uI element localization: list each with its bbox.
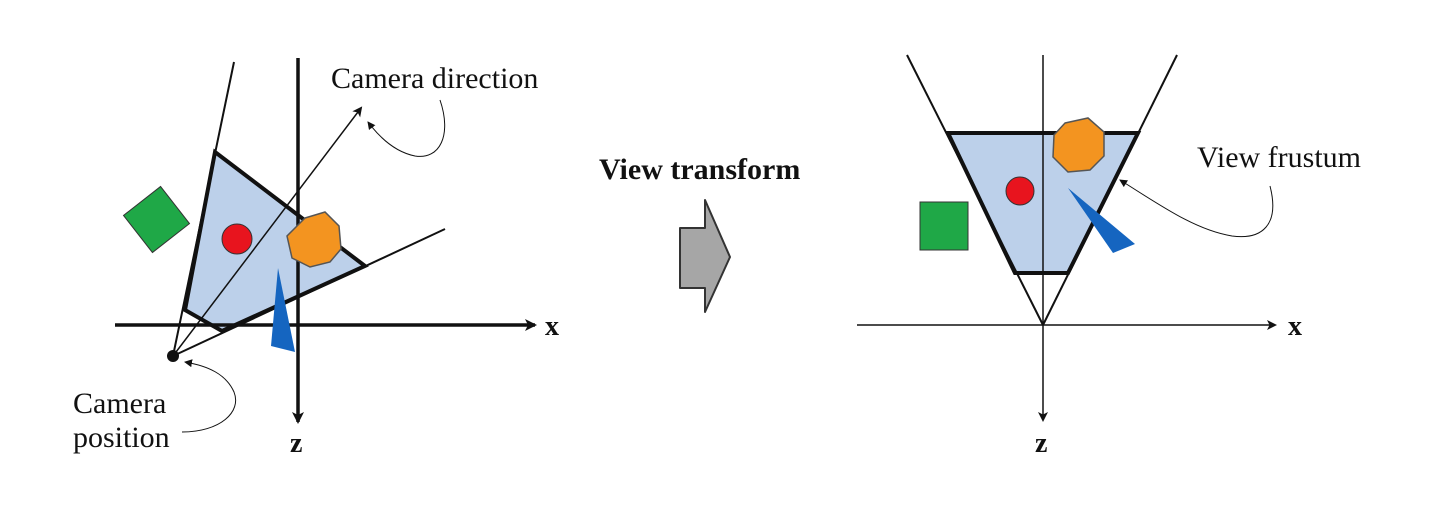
left-blue-triangle — [271, 268, 295, 352]
right-view-boundary-right — [1042, 54, 1178, 326]
right-blue-triangle — [1068, 188, 1135, 253]
left-view-boundary-lower — [172, 228, 446, 357]
center-transform: View transform — [599, 153, 800, 313]
right-x-axis-label: x — [1288, 311, 1302, 342]
camera-direction-arrow — [172, 106, 363, 357]
left-red-circle — [221, 223, 253, 255]
left-view-boundary-upper — [172, 61, 235, 357]
right-red-circle — [1005, 176, 1035, 206]
camera-position-dot — [167, 350, 179, 362]
camera-direction-leader — [367, 99, 446, 157]
view-frustum-label: View frustum — [1197, 141, 1361, 174]
left-x-axis-label: x — [545, 311, 559, 342]
camera-direction-label: Camera direction — [331, 62, 538, 95]
left-orange-octagon — [286, 211, 342, 268]
right-orange-octagon — [1052, 117, 1105, 173]
view-transform-label: View transform — [599, 153, 800, 186]
transform-arrow-icon — [679, 199, 731, 313]
right-view-boundary-left — [906, 54, 1044, 326]
left-z-axis-label: z — [290, 428, 302, 459]
view-frustum-leader — [1119, 179, 1274, 238]
camera-position-label-line1: Camera — [73, 387, 166, 420]
right-panel: View frustum x z — [857, 54, 1361, 459]
right-z-axis-label: z — [1035, 428, 1047, 459]
left-green-square — [122, 185, 191, 254]
camera-position-leader — [181, 359, 237, 433]
camera-position-label-line2: position — [73, 421, 170, 454]
left-panel: Camera direction Camera position x z — [73, 58, 559, 459]
right-green-square — [919, 201, 969, 251]
